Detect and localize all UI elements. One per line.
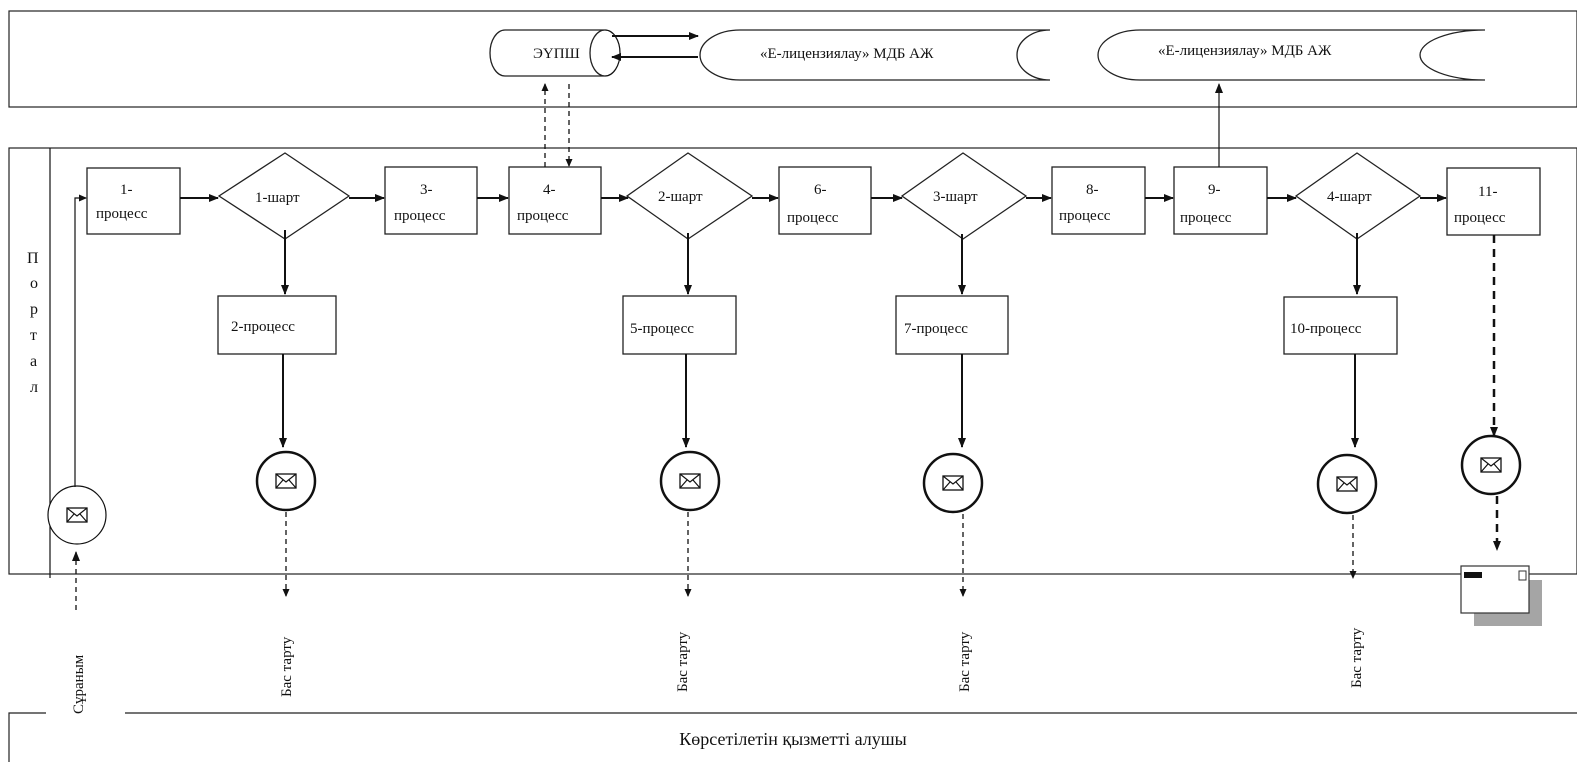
svg-text:8-: 8- [1086, 182, 1099, 198]
svg-text:4-: 4- [543, 182, 556, 198]
svg-text:9-: 9- [1208, 182, 1221, 198]
process-10: 10-процесс [1283, 296, 1398, 355]
svg-text:процесс: процесс [1180, 210, 1232, 226]
start-to-process-1-arrow [74, 194, 87, 487]
svg-text:3-: 3- [420, 182, 433, 198]
document-icon [1460, 565, 1542, 626]
process-4: 4- процесс [508, 166, 602, 235]
envelope-icon [66, 507, 88, 523]
process-2: 2-процесс [217, 295, 337, 355]
system-lane [8, 10, 1577, 108]
refusal-label-2: Бас тарту [675, 631, 691, 692]
svg-text:процесс: процесс [787, 210, 839, 226]
message-event-5 [1460, 434, 1522, 496]
message-event-1 [255, 450, 317, 512]
recipient-lane-label: Көрсетілетін қызметті алушы [679, 729, 906, 749]
message-event-4 [1316, 453, 1378, 515]
envelope-icon [942, 475, 964, 491]
envelope-icon [275, 473, 297, 489]
envelope-icon [679, 473, 701, 489]
svg-text:4-шарт: 4-шарт [1327, 189, 1372, 205]
eupsh-label: ЭҮПШ [533, 46, 580, 62]
process-11: 11- процесс [1446, 167, 1541, 236]
refusal-label-1: Бас тарту [279, 636, 295, 697]
svg-text:10-процесс: 10-процесс [1290, 321, 1362, 337]
svg-text:процесс: процесс [394, 208, 446, 224]
svg-text:процесс: процесс [517, 208, 569, 224]
start-message-event [47, 485, 107, 545]
envelope-icon [1480, 457, 1502, 473]
elicense-db-2: «Е-лицензиялау» МДБ АЖ [1097, 29, 1486, 81]
svg-text:т: т [30, 327, 37, 344]
svg-text:5-процесс: 5-процесс [630, 321, 694, 337]
message-event-2 [659, 450, 721, 512]
elicense-db-2-label: «Е-лицензиялау» МДБ АЖ [1158, 43, 1332, 59]
svg-text:2-процесс: 2-процесс [231, 319, 295, 335]
process-1: 1- процесс [86, 167, 181, 235]
svg-text:1-: 1- [120, 182, 133, 198]
svg-text:11-: 11- [1478, 184, 1497, 200]
process-6: 6- процесс [778, 166, 872, 235]
svg-text:2-шарт: 2-шарт [658, 189, 703, 205]
eupsh-system: ЭҮПШ [489, 29, 621, 77]
message-event-3 [922, 452, 984, 514]
svg-text:процесс: процесс [1454, 210, 1506, 226]
svg-text:6-: 6- [814, 182, 827, 198]
portal-lane-label: П о р т а л [27, 250, 39, 396]
svg-text:процесс: процесс [1059, 208, 1111, 224]
process-5: 5-процесс [622, 295, 737, 355]
process-8: 8- процесс [1051, 166, 1146, 235]
svg-text:процесс: процесс [96, 206, 148, 222]
svg-text:3-шарт: 3-шарт [933, 189, 978, 205]
process-9: 9- процесс [1173, 166, 1268, 235]
condition-3: 3-шарт [900, 152, 1028, 240]
svg-text:П: П [27, 250, 39, 267]
elicense-db-1: «Е-лицензиялау» МДБ АЖ [699, 29, 1051, 81]
refusal-label-3: Бас тарту [957, 631, 973, 692]
portal-lane [8, 147, 1577, 575]
condition-1: 1-шарт [217, 152, 351, 240]
svg-text:а: а [30, 353, 37, 370]
svg-text:о: о [30, 275, 38, 292]
svg-text:1-шарт: 1-шарт [255, 190, 300, 206]
process-7: 7-процесс [895, 295, 1009, 355]
elicense-db-1-label: «Е-лицензиялау» МДБ АЖ [760, 46, 934, 62]
svg-text:л: л [30, 379, 38, 396]
process-3: 3- процесс [384, 166, 478, 235]
refusal-label-4: Бас тарту [1349, 627, 1365, 688]
recipient-lane [8, 712, 1577, 762]
condition-2: 2-шарт [625, 152, 754, 240]
condition-4: 4-шарт [1294, 152, 1422, 240]
envelope-icon [1336, 476, 1358, 492]
request-label: Сұраным [71, 654, 87, 714]
svg-text:7-процесс: 7-процесс [904, 321, 968, 337]
svg-text:р: р [30, 301, 38, 318]
